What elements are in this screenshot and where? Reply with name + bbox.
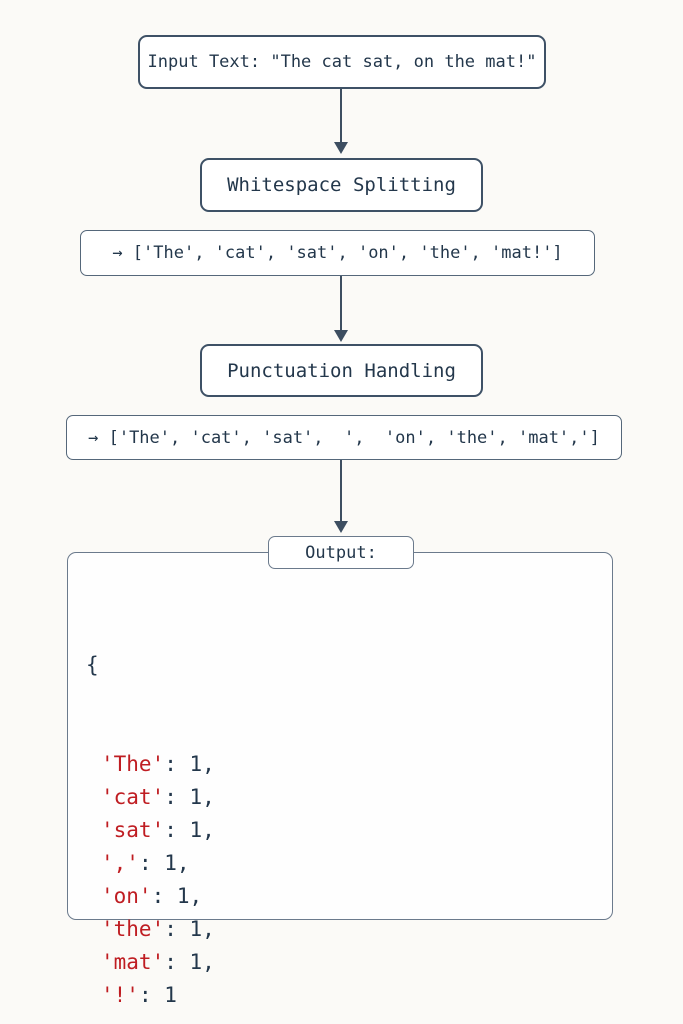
dict-open-brace: {	[86, 653, 99, 677]
dict-entry: 'on': 1,	[86, 880, 215, 913]
dict-entry: '!': 1	[86, 979, 215, 1012]
arrow-down-icon	[333, 276, 350, 342]
dict-entry-value: : 1,	[138, 851, 190, 875]
dict-entry-key: 'sat'	[101, 818, 165, 842]
whitespace-splitting-label: Whitespace Splitting	[227, 174, 456, 196]
punctuation-result-node: → ['The', 'cat', 'sat', ', 'on', 'the', …	[66, 415, 622, 460]
dict-entry-value: : 1,	[164, 950, 215, 974]
dict-entry-value: : 1,	[164, 785, 215, 809]
dict-entries: 'The': 1,'cat': 1,'sat': 1,',': 1,'on': …	[86, 748, 215, 1012]
dict-entry: 'The': 1,	[86, 748, 215, 781]
whitespace-splitting-node: Whitespace Splitting	[200, 158, 483, 212]
dict-entry-key: 'on'	[101, 884, 152, 908]
dict-entry-value: : 1,	[151, 884, 203, 908]
dict-entry-key: '!'	[101, 983, 139, 1007]
output-container-box	[67, 552, 613, 920]
dict-entry: 'mat': 1,	[86, 946, 215, 979]
dict-entry: 'cat': 1,	[86, 781, 215, 814]
input-text-node: Input Text: "The cat sat, on the mat!"	[138, 35, 546, 89]
output-label-box: Output:	[268, 536, 414, 569]
dict-entry-value: : 1,	[164, 752, 215, 776]
dict-entry-key: 'mat'	[101, 950, 165, 974]
dict-entry-key: 'cat'	[101, 785, 165, 809]
dict-entry-value: : 1,	[164, 818, 215, 842]
dict-entry: 'sat': 1,	[86, 814, 215, 847]
arrow-down-icon	[333, 460, 350, 533]
dict-entry: 'the': 1,	[86, 913, 215, 946]
punctuation-result-label: → ['The', 'cat', 'sat', ', 'on', 'the', …	[88, 427, 600, 448]
whitespace-result-label: → ['The', 'cat', 'sat', 'on', 'the', 'ma…	[112, 243, 563, 263]
dict-entry: ',': 1,	[86, 847, 215, 880]
punctuation-handling-node: Punctuation Handling	[200, 344, 483, 397]
output-label: Output:	[305, 542, 377, 563]
arrow-down-icon	[333, 89, 350, 154]
punctuation-handling-label: Punctuation Handling	[227, 359, 456, 382]
dict-entry-key: 'the'	[101, 917, 165, 941]
whitespace-result-node: → ['The', 'cat', 'sat', 'on', 'the', 'ma…	[80, 230, 595, 276]
output-dictionary: { 'The': 1,'cat': 1,'sat': 1,',': 1,'on'…	[86, 583, 215, 1024]
dict-entry-value: : 1,	[164, 917, 215, 941]
dict-entry-value: : 1	[138, 983, 177, 1007]
dict-entry-key: ','	[101, 851, 139, 875]
dict-entry-key: 'The'	[101, 752, 165, 776]
input-text-label: Input Text: "The cat sat, on the mat!"	[147, 52, 537, 72]
